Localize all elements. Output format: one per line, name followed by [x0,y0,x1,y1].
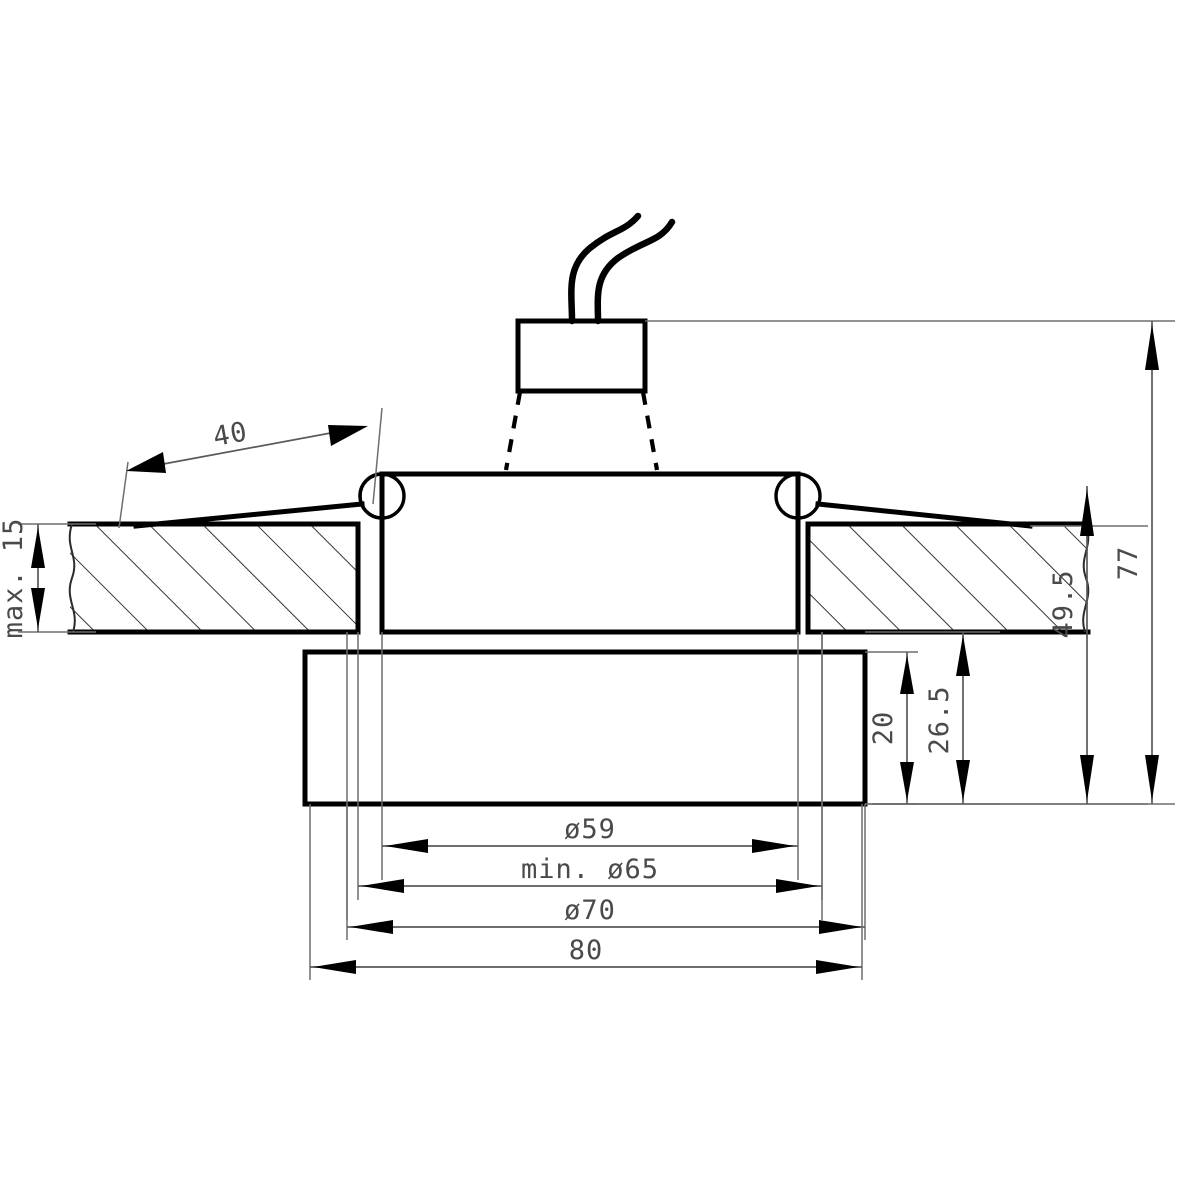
dimension-spring-arm-40: 40 [118,407,383,529]
dimension-label-77: 77 [1113,546,1144,581]
dimension-ring-drop-26-5: 26.5 [865,631,1000,805]
ceiling-panel-left [67,521,361,635]
lamp-body [379,471,801,635]
dimension-label-59: ø59 [564,814,616,845]
dimension-label-49-5: 49.5 [1048,569,1079,638]
dimension-label-20: 20 [868,711,899,746]
dimension-outer-width-80: 80 [309,804,863,980]
dimension-total-height-77: 77 [645,320,1175,805]
dimension-ceiling-thickness: max. 15 [0,518,96,639]
dimension-label-26-5: 26.5 [924,685,955,754]
ceiling-panel-right [805,521,1091,635]
supply-wires [568,212,676,325]
hidden-outline-lines [503,391,660,471]
dimension-trim-diameter-70: ø70 [346,804,866,940]
spring-clip-left [133,472,406,529]
dimension-label-70: ø70 [564,895,616,926]
break-line-left [68,523,76,633]
spring-clip-right [774,472,1033,529]
dimension-ring-height-20: 20 [865,651,918,805]
dimension-label-40: 40 [211,416,251,453]
dimension-inner-diameter-59: ø59 [382,814,798,853]
dimension-label-max15: max. 15 [0,518,29,639]
dimension-cutout-diameter-65: min. ø65 [357,632,823,900]
junction-box [515,318,648,394]
dimension-label-80: 80 [569,935,604,966]
dimension-label-min65: min. ø65 [521,854,659,885]
break-line-right [1082,523,1090,633]
